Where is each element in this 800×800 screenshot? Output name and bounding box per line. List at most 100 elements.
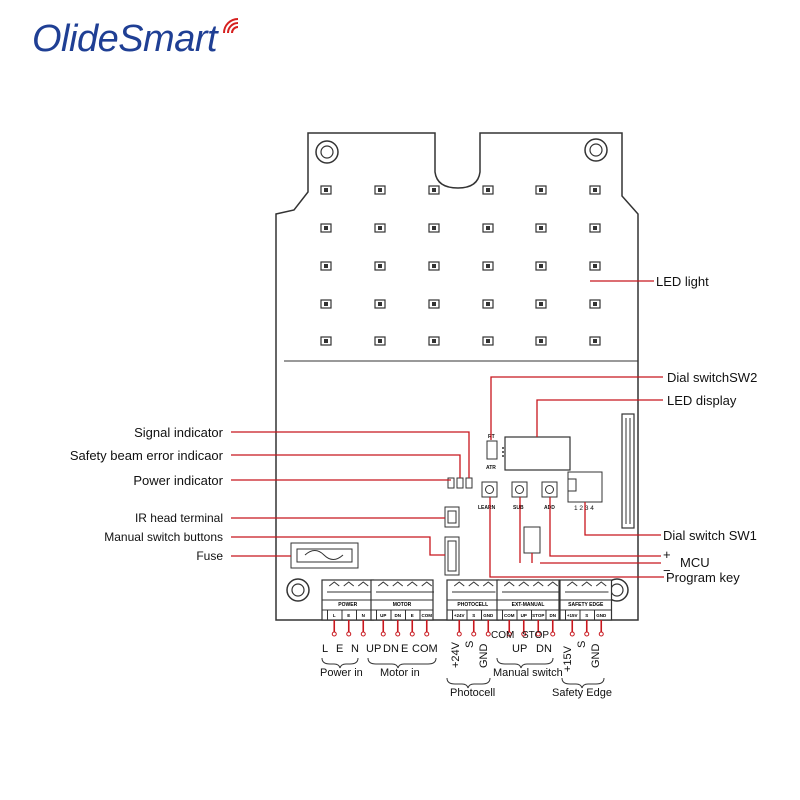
brand-name: OlideSmart: [32, 18, 218, 60]
wire-icon: [506, 620, 512, 637]
wire-icon: [521, 620, 527, 637]
power-indicator-led: [447, 477, 455, 489]
terminal-title: POWER: [338, 602, 357, 608]
callout-minus: −: [663, 563, 671, 578]
terminal-title: PHOTOCELL: [457, 602, 488, 608]
wire-icon: [598, 620, 604, 637]
callout-led-light: LED light: [656, 274, 709, 289]
terminal-pin-label: +15V: [567, 613, 578, 618]
sub-button[interactable]: [511, 481, 528, 498]
led-icon: [482, 223, 494, 233]
callout-program-key: Program key: [666, 570, 740, 585]
led-icon: [482, 299, 494, 309]
wire-icon: [395, 620, 401, 637]
group-photocell: Photocell: [450, 687, 495, 699]
sub-label: SUB: [513, 505, 524, 511]
right-pin-header: [621, 413, 635, 529]
terminal-pin-label: COM: [422, 613, 433, 618]
wire-icon: [424, 620, 430, 637]
led-display: [504, 436, 571, 471]
wire-label-up: UP: [366, 643, 381, 655]
wire-label-e: E: [336, 643, 343, 655]
wire-label-dn: DN: [383, 643, 399, 655]
wire-icon: [584, 620, 590, 637]
led-icon: [482, 336, 494, 346]
group-manual-switch: Manual switch: [493, 667, 563, 679]
wire-icon: [409, 620, 415, 637]
group-motor-in: Motor in: [380, 667, 420, 679]
terminal-title: EXT-MANUAL: [512, 602, 545, 608]
wire-label-stop: STOP: [522, 630, 549, 641]
wire-label-com: COM: [412, 643, 438, 655]
wire-label-gnd1: GND: [478, 644, 490, 669]
callout-manual-buttons: Manual switch buttons: [104, 530, 223, 544]
led-icon: [535, 223, 547, 233]
led-icon: [535, 336, 547, 346]
wire-icon: [360, 620, 366, 637]
terminal-title: SAFETY EDGE: [568, 602, 604, 608]
led-icon: [428, 185, 440, 195]
terminal-pin-label: GND: [483, 613, 494, 618]
wifi-icon: [223, 18, 239, 34]
terminal-pin-label: S: [585, 613, 588, 618]
led-icon: [589, 261, 601, 271]
mounting-hole-icon: [286, 578, 310, 602]
callout-safety-beam: Safety beam error indicaor: [70, 448, 224, 463]
terminal-title: MOTOR: [393, 602, 412, 608]
terminal-pin-label: DN: [395, 613, 402, 618]
signal-indicator-led: [465, 477, 473, 489]
led-icon: [482, 185, 494, 195]
led-icon: [428, 336, 440, 346]
callout-ir-head: IR head terminal: [135, 511, 223, 525]
led-light-grid: [320, 185, 601, 346]
led-icon: [535, 185, 547, 195]
learn-button[interactable]: [481, 481, 498, 498]
add-button[interactable]: [541, 481, 558, 498]
callout-fuse: Fuse: [196, 549, 223, 563]
wire-icon: [471, 620, 477, 637]
wire-label-l: L: [322, 643, 328, 655]
wire-icon: [535, 620, 541, 637]
terminal-pin-label: L: [333, 613, 336, 618]
wire-label-e2: E: [401, 643, 408, 655]
wire-label-24v: +24V: [450, 641, 462, 668]
led-icon: [374, 223, 386, 233]
led-icon: [589, 299, 601, 309]
led-icon: [535, 299, 547, 309]
led-icon: [428, 223, 440, 233]
group-power-in: Power in: [320, 667, 363, 679]
led-icon: [535, 261, 547, 271]
terminal-pin-label: UP: [380, 613, 386, 618]
learn-label: LEARN: [478, 505, 496, 511]
led-icon: [589, 336, 601, 346]
wire-label-up2: UP: [512, 643, 527, 655]
terminal-pin-label: S: [472, 613, 475, 618]
wire-icon: [331, 620, 337, 637]
wire-icon: [485, 620, 491, 637]
callout-plus: +: [663, 547, 671, 562]
terminal-pin-label: STOP: [532, 613, 544, 618]
terminal-pin-label: E: [411, 613, 414, 618]
led-icon: [589, 185, 601, 195]
led-icon: [374, 261, 386, 271]
wire-label-dn2: DN: [536, 643, 552, 655]
led-icon: [374, 299, 386, 309]
mcu-chip: [523, 526, 541, 554]
led-icon: [428, 299, 440, 309]
wire-label-15v: +15V: [562, 645, 574, 672]
terminal-pin-label: DN: [550, 613, 557, 618]
callout-leaders: [231, 280, 664, 578]
board-outline: [275, 132, 639, 621]
callout-mcu: MCU: [680, 555, 710, 570]
wire-label-n: N: [351, 643, 359, 655]
led-icon: [320, 336, 332, 346]
led-icon: [320, 261, 332, 271]
wire-label-com2: COM: [491, 630, 514, 641]
safety-beam-indicator-led: [456, 477, 464, 489]
callout-led-display: LED display: [667, 393, 737, 408]
wire-label-gnd2: GND: [590, 644, 602, 669]
